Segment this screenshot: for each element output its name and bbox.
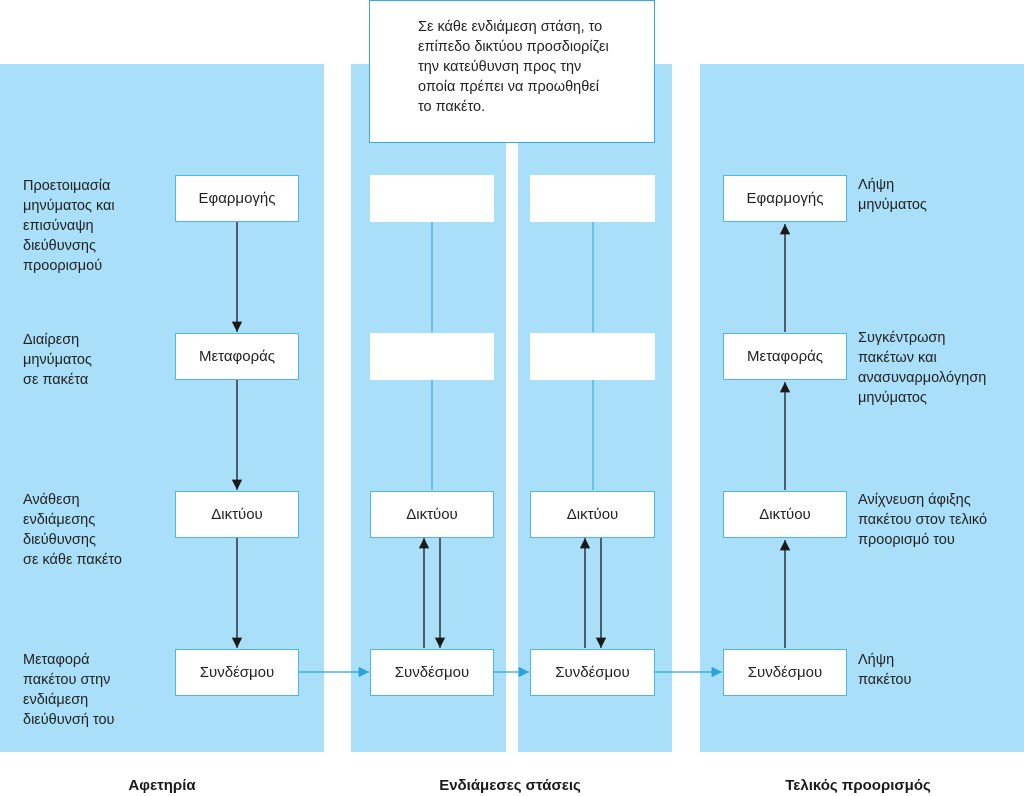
source-transport-box: Μεταφοράς <box>175 333 299 380</box>
source-link-box: Συνδέσμου <box>175 649 299 696</box>
inter2-link-box: Συνδέσμου <box>530 649 655 696</box>
intermediate-callout: Σε κάθε ενδιάμεση στάση, το επίπεδο δικτ… <box>369 0 655 143</box>
source-note-application: Προετοιμασία μηνύματος και επισύναψη διε… <box>23 178 115 274</box>
dest-link-box: Συνδέσμου <box>723 649 847 696</box>
inter1-link-box: Συνδέσμου <box>370 649 494 696</box>
inter1-empty-box-upper <box>370 175 494 222</box>
source-caption: Αφετηρία <box>128 777 196 794</box>
inter2-empty-box-upper <box>530 175 655 222</box>
dest-network-box: Δικτύου <box>723 491 847 538</box>
inter2-network-box: Δικτύου <box>530 491 655 538</box>
destination-caption: Τελικός προορισμός <box>785 777 931 794</box>
source-network-box: Δικτύου <box>175 491 299 538</box>
intermediate-caption: Ενδιάμεσες στάσεις <box>439 777 581 794</box>
dest-note-transport: Συγκέντρωση πακέτων και ανασυναρμολόγηση… <box>858 330 987 406</box>
dest-transport-box: Μεταφοράς <box>723 333 847 380</box>
dest-note-link: Λήψη πακέτου <box>858 652 912 688</box>
inter1-empty-box-middle <box>370 333 494 380</box>
source-note-network: Ανάθεση ενδιάμεσης διεύθυνσης σε κάθε πα… <box>23 492 122 568</box>
dest-note-application: Λήψη μηνύματος <box>858 177 927 213</box>
source-note-link: Μεταφορά πακέτου στην ενδιάμεση διεύθυνσ… <box>23 652 115 728</box>
source-application-box: Εφαρμογής <box>175 175 299 222</box>
inter2-empty-box-middle <box>530 333 655 380</box>
inter1-network-box: Δικτύου <box>370 491 494 538</box>
source-note-transport: Διαίρεση μηνύματος σε πακέτα <box>23 332 92 388</box>
dest-application-box: Εφαρμογής <box>723 175 847 222</box>
dest-note-network: Ανίχνευση άφιξης πακέτου στον τελικό προ… <box>858 492 988 548</box>
